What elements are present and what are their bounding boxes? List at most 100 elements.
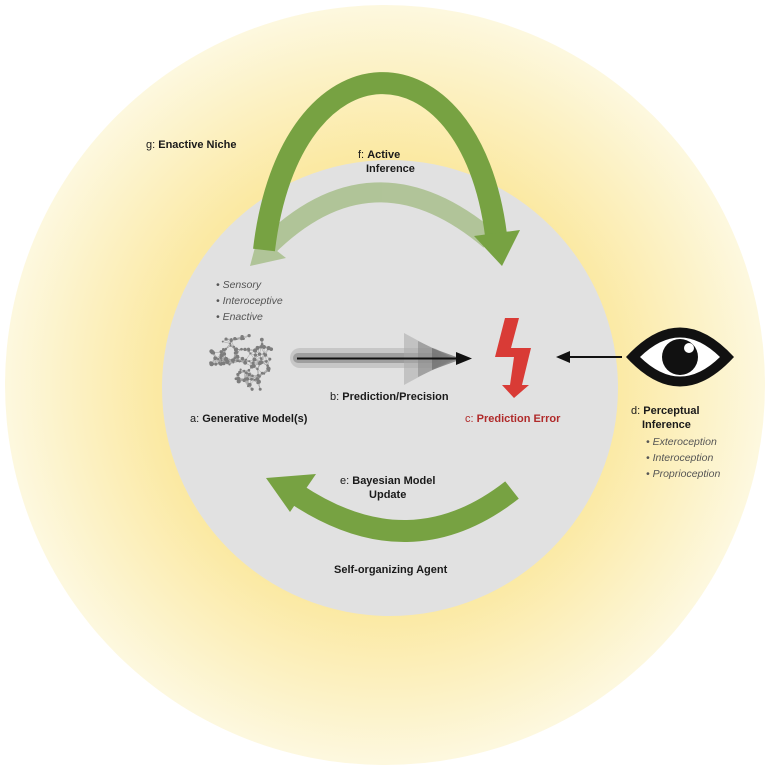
brain-node <box>255 345 260 350</box>
brain-node <box>268 357 272 361</box>
percept-prefix: d: <box>631 405 641 417</box>
eye-icon <box>626 327 734 387</box>
brain-node <box>248 360 251 363</box>
brain-node <box>233 336 237 341</box>
brain-node <box>230 338 233 341</box>
prediction-precision-arrow <box>290 333 472 385</box>
brain-node <box>267 367 270 370</box>
brain-node <box>244 358 248 361</box>
generative-model-label: a: Generative Model(s) <box>190 412 307 426</box>
brain-node <box>258 387 262 391</box>
brain-node <box>229 344 232 347</box>
brain-link <box>222 341 231 344</box>
brain-node <box>259 357 263 360</box>
gen-prefix: a: <box>190 413 200 425</box>
brain-node <box>253 378 256 381</box>
brain-node <box>220 359 223 362</box>
brain-node <box>217 358 220 361</box>
brain-node <box>219 356 223 360</box>
update-prefix: e: <box>340 475 350 487</box>
brain-link <box>245 379 249 387</box>
brain-node <box>232 345 236 348</box>
active-prefix: f: <box>358 149 365 161</box>
brain-node <box>262 352 266 355</box>
brain-node <box>219 350 223 354</box>
brain-node <box>256 367 259 371</box>
brain-node <box>235 354 240 359</box>
brain-node <box>236 372 240 377</box>
model-types-list: • Sensory • Interoceptive • Enactive <box>216 277 283 325</box>
brain-node <box>238 370 242 375</box>
brain-node <box>251 361 255 365</box>
brain-node <box>246 347 251 351</box>
brain-node <box>235 338 238 341</box>
pred-prefix: b: <box>330 391 340 403</box>
brain-node <box>242 369 246 373</box>
brain-node <box>260 360 263 363</box>
enactive-niche-label: g: Enactive Niche <box>146 138 237 152</box>
prediction-precision-label: b: Prediction/Precision <box>330 390 449 404</box>
brain-icon <box>209 334 274 391</box>
brain-node <box>258 375 261 378</box>
brain-node <box>236 379 241 384</box>
prediction-error-label: c: Prediction Error <box>465 412 560 426</box>
self-organizing-agent-label: Self-organizing Agent <box>334 563 447 577</box>
brain-node <box>259 345 263 349</box>
lightning-bolt-icon <box>495 318 531 398</box>
brain-node <box>223 357 229 362</box>
model-type-item: • Enactive <box>216 311 263 323</box>
brain-node <box>236 359 239 363</box>
brain-node <box>214 362 218 366</box>
brain-node <box>267 369 271 372</box>
brain-node <box>247 368 251 372</box>
brain-node <box>229 342 232 345</box>
perception-type-item: • Interoception <box>646 452 714 464</box>
brain-node <box>243 347 247 352</box>
perception-type-item: • Exteroception <box>646 436 717 448</box>
active-line1: Active <box>367 149 401 161</box>
brain-node <box>260 371 264 375</box>
brain-node <box>244 371 248 375</box>
percept-line2: Inference <box>642 419 691 431</box>
update-line1: Bayesian Model <box>352 475 436 487</box>
perception-types-list: • Exteroception • Interoception • Propri… <box>646 434 720 482</box>
brain-node <box>221 361 226 366</box>
brain-node <box>264 359 268 363</box>
error-name: Prediction Error <box>476 413 561 425</box>
brain-node <box>249 352 252 355</box>
brain-node <box>240 335 244 339</box>
brain-link <box>243 370 246 379</box>
brain-node <box>238 360 241 363</box>
brain-node <box>232 361 235 364</box>
brain-node <box>228 363 231 366</box>
brain-node <box>239 368 242 371</box>
brain-node <box>209 361 213 365</box>
brain-node <box>261 345 266 350</box>
brain-node <box>252 357 257 362</box>
brain-node <box>209 349 214 354</box>
active-inference-arrow <box>253 72 520 266</box>
niche-prefix: g: <box>146 139 156 151</box>
gen-name: Generative Model(s) <box>202 413 308 425</box>
percept-line1: Perceptual <box>643 405 700 417</box>
brain-link <box>245 353 251 360</box>
brain-node <box>250 387 254 391</box>
pred-name: Prediction/Precision <box>342 391 449 403</box>
brain-node <box>234 347 238 351</box>
agent-circle <box>162 160 618 616</box>
niche-name: Enactive Niche <box>158 139 237 151</box>
model-type-item: • Sensory <box>216 279 262 291</box>
update-line2: Update <box>369 489 407 501</box>
brain-node <box>257 352 262 356</box>
perceptual-inference-label: d: Perceptual Inference <box>631 404 700 432</box>
brain-node <box>233 351 237 355</box>
brain-node <box>221 348 225 351</box>
brain-node <box>222 352 227 356</box>
brain-node <box>256 379 261 384</box>
brain-node <box>232 359 236 362</box>
brain-node <box>262 372 266 375</box>
brain-node <box>243 377 246 380</box>
brain-node <box>247 334 251 338</box>
